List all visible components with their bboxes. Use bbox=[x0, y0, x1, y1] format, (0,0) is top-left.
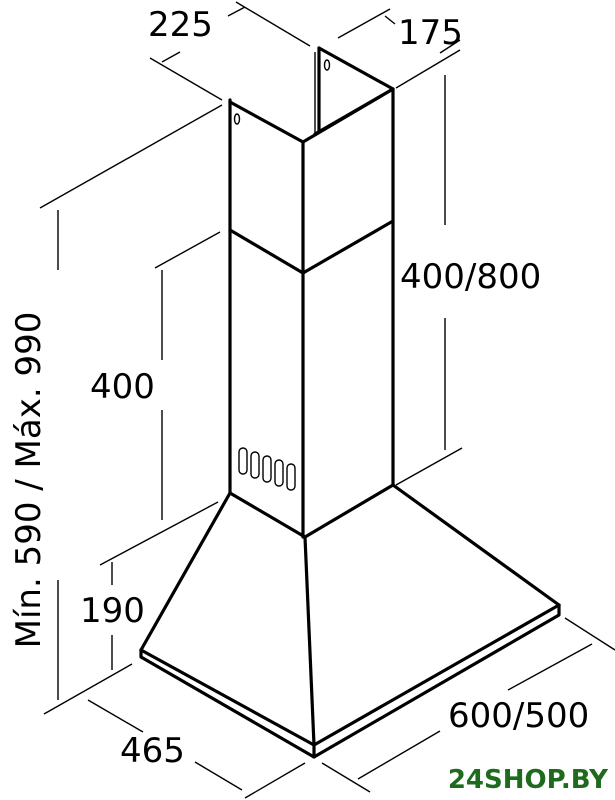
lower-chimney-bottom bbox=[228, 483, 395, 539]
label-total-height: Mín. 590 / Máx. 990 bbox=[9, 312, 49, 649]
dimension-lines bbox=[39, 1, 615, 799]
label-chimney-upper-height: 400/800 bbox=[400, 257, 541, 297]
label-chimney-depth: 175 bbox=[398, 13, 463, 53]
label-hood-depth: 465 bbox=[120, 731, 185, 771]
label-chimney-width: 225 bbox=[148, 5, 213, 45]
watermark: 24SHOP.BY bbox=[448, 765, 609, 795]
label-hood-width: 600/500 bbox=[448, 696, 589, 736]
chimney-joint bbox=[228, 219, 395, 275]
hood-canopy bbox=[139, 483, 561, 759]
label-chimney-lower-height: 400 bbox=[90, 367, 155, 407]
hood-outline bbox=[139, 46, 561, 759]
vent-slots bbox=[238, 447, 296, 491]
upper-chimney bbox=[228, 87, 395, 144]
label-hood-height: 190 bbox=[80, 591, 145, 631]
